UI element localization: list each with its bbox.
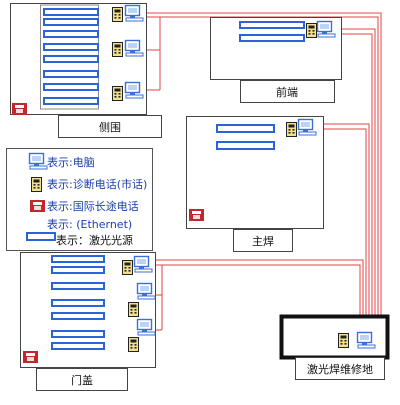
phone-icon xyxy=(338,333,349,348)
intl-phone-icon xyxy=(12,103,27,115)
laser-source xyxy=(239,21,305,29)
laser-source xyxy=(51,255,105,263)
zone-side-wall: 侧围 xyxy=(10,3,162,138)
phone-icon xyxy=(112,42,123,57)
laser-source xyxy=(216,124,275,133)
laser-source xyxy=(43,70,99,78)
intl-phone-icon xyxy=(30,200,45,212)
laser-source xyxy=(51,299,105,307)
zone-main-weld: 主焊 xyxy=(186,116,324,252)
zone-front-end: 前端 xyxy=(210,17,342,103)
phone-icon xyxy=(112,86,123,101)
laser-source xyxy=(51,266,105,274)
laser-source xyxy=(43,55,99,63)
legend-ethernet: 表示: (Ethernet) xyxy=(47,217,132,231)
zone-label-side-wall: 侧围 xyxy=(99,121,121,134)
zone-label-door-cover: 门盖 xyxy=(71,373,93,387)
phone-icon xyxy=(112,7,123,22)
laser-source-icon xyxy=(26,232,56,241)
phone-icon xyxy=(286,122,297,137)
legend-intl-phone: 表示:国际长途电话 xyxy=(47,199,139,213)
laser-source xyxy=(43,8,99,16)
legend-computer: 表示:电脑 xyxy=(47,155,95,169)
zone-door-cover: 门盖 xyxy=(20,252,156,391)
laser-source xyxy=(43,97,99,105)
legend-diag-phone: 表示:诊断电话(市话) xyxy=(47,177,147,191)
phone-icon xyxy=(122,260,133,275)
laser-source xyxy=(43,43,99,51)
phone-icon xyxy=(306,23,317,38)
zone-label-front-end: 前端 xyxy=(276,85,298,99)
zone-label-main-weld: 主焊 xyxy=(252,234,274,248)
laser-source xyxy=(51,342,105,350)
phone-icon xyxy=(128,337,139,352)
laser-source xyxy=(51,282,105,290)
legend: 表示:电脑 表示:诊断电话(市话) 表示:国际长途电话 表示: (Etherne… xyxy=(6,148,153,251)
intl-phone-icon xyxy=(23,351,38,363)
phone-icon xyxy=(128,302,139,317)
laser-source xyxy=(216,141,275,150)
laser-source xyxy=(43,83,99,91)
zone-laser-repair: 激光焊维修地 xyxy=(279,314,390,380)
laser-source xyxy=(239,34,305,42)
laser-source xyxy=(43,30,99,38)
laser-source xyxy=(43,18,99,26)
laser-source xyxy=(51,330,105,338)
laser-source xyxy=(51,312,105,320)
zone-label-laser-repair: 激光焊维修地 xyxy=(307,362,373,376)
phone-icon xyxy=(31,177,42,192)
legend-laser-source: 表示：激光光源 xyxy=(56,233,133,247)
intl-phone-icon xyxy=(189,209,204,221)
